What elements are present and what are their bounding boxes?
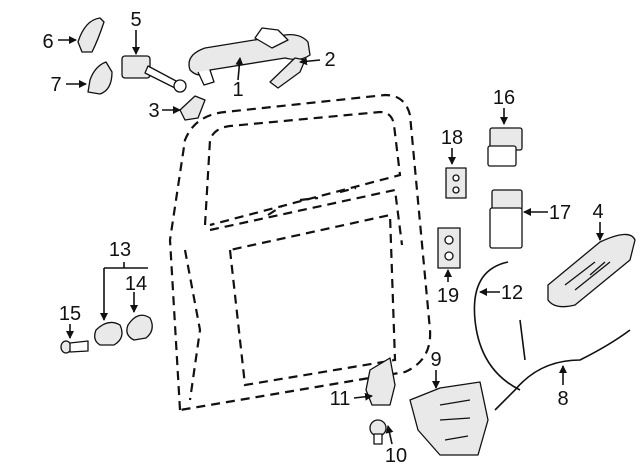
callout-1: 1 — [232, 79, 243, 101]
callout-11: 11 — [330, 388, 351, 410]
callout-4: 4 — [592, 201, 603, 223]
callout-12: 12 — [501, 282, 523, 304]
callout-leaders — [58, 30, 604, 445]
callout-13: 13 — [109, 239, 131, 261]
handle-gasket — [269, 57, 306, 89]
handle-cap — [77, 17, 105, 53]
latch-bolt — [369, 419, 387, 445]
callout-18: 18 — [441, 127, 463, 149]
inside-handle — [547, 233, 636, 308]
callout-5: 5 — [130, 9, 141, 31]
door-outline — [168, 93, 432, 412]
striker-plate — [94, 321, 123, 346]
lock-cylinder — [121, 55, 187, 93]
callout-9: 9 — [430, 349, 441, 371]
callout-2: 2 — [324, 49, 335, 71]
callout-16: 16 — [493, 87, 515, 109]
callout-8: 8 — [557, 388, 568, 410]
lower-hinge — [489, 189, 523, 249]
lock-cable — [494, 329, 631, 411]
small-gasket — [179, 95, 206, 121]
hinge-shim-lower — [437, 227, 461, 269]
check-plate — [126, 314, 153, 341]
latch-bracket — [365, 357, 396, 406]
outside-handle — [188, 27, 311, 86]
handle-cover — [87, 61, 113, 95]
hinge-shim-upper — [445, 167, 467, 199]
callout-7: 7 — [50, 74, 61, 96]
callout-15: 15 — [59, 303, 81, 325]
striker-screw — [60, 340, 89, 354]
callout-labels: 1 2 3 4 5 6 7 8 9 10 11 12 13 14 15 16 1… — [42, 9, 603, 467]
callout-3: 3 — [148, 100, 159, 122]
release-cable — [473, 261, 526, 391]
upper-hinge — [487, 127, 523, 167]
door-latch — [409, 381, 489, 456]
callout-19: 19 — [437, 285, 459, 307]
callout-6: 6 — [42, 31, 53, 53]
callout-14: 14 — [125, 273, 147, 295]
callout-10: 10 — [385, 445, 407, 467]
callout-17: 17 — [549, 202, 571, 224]
